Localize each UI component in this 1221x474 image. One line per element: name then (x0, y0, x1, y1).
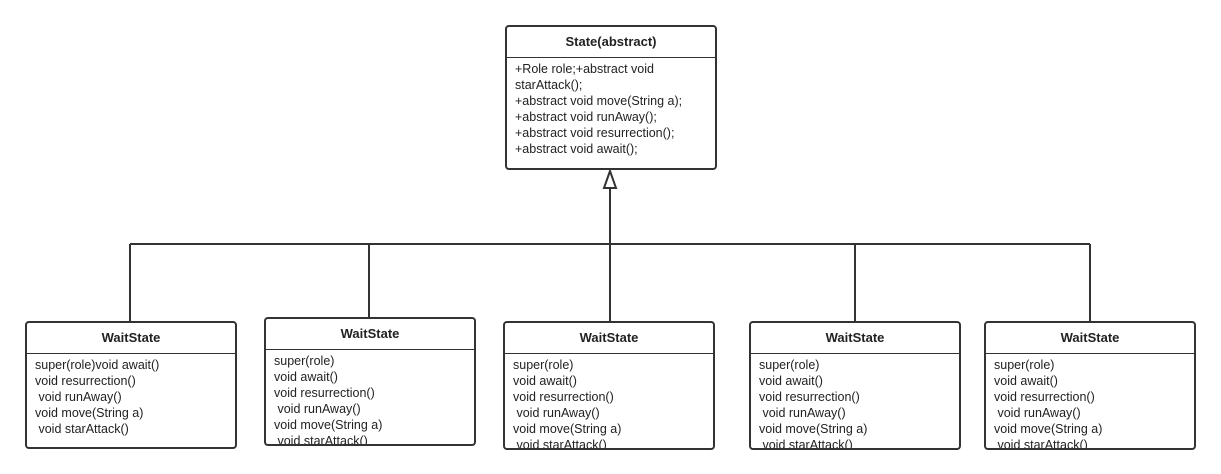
class-title: WaitState (986, 323, 1194, 354)
member-line: void starAttack() (759, 438, 853, 450)
class-box-wait-state-4[interactable]: WaitState super(role) void await() void … (749, 321, 961, 450)
class-box-wait-state-5[interactable]: WaitState super(role) void await() void … (984, 321, 1196, 450)
member-line: +abstract void move(String a); (515, 94, 683, 108)
class-members: super(role)void await() void resurrectio… (27, 354, 235, 437)
member-line: +abstract void runAway(); (515, 110, 657, 124)
generalization-arrowhead-icon (602, 167, 618, 189)
member-line: void move(String a) (35, 406, 144, 420)
member-line: void resurrection() (994, 390, 1095, 404)
class-box-state-abstract[interactable]: State(abstract) +Role role;+abstract voi… (505, 25, 717, 170)
member-line: void await() (759, 374, 823, 388)
member-line: void runAway() (994, 406, 1081, 420)
class-title: WaitState (27, 323, 235, 354)
member-line: void move(String a) (274, 418, 383, 432)
member-line: +Role role;+abstract void starAttack(); (515, 62, 658, 92)
member-line: super(role) (274, 354, 335, 368)
class-members: super(role) void await() void resurrecti… (505, 354, 713, 450)
member-line: void starAttack() (35, 422, 129, 436)
member-line: void resurrection() (759, 390, 860, 404)
member-line: void runAway() (274, 402, 361, 416)
member-line: void resurrection() (274, 386, 375, 400)
member-line: void starAttack() (274, 434, 368, 446)
class-title: WaitState (751, 323, 959, 354)
class-members: +Role role;+abstract void starAttack(); … (507, 58, 715, 157)
member-line: super(role)void await() (35, 358, 160, 372)
class-box-wait-state-3[interactable]: WaitState super(role) void await() void … (503, 321, 715, 450)
member-line: void await() (994, 374, 1058, 388)
member-line: void resurrection() (35, 374, 136, 388)
member-line: void runAway() (759, 406, 846, 420)
member-line: void move(String a) (994, 422, 1103, 436)
class-members: super(role) void await() void resurrecti… (266, 350, 474, 446)
member-line: void runAway() (35, 390, 122, 404)
member-line: +abstract void resurrection(); (515, 126, 675, 140)
class-title: State(abstract) (507, 27, 715, 58)
member-line: void await() (274, 370, 338, 384)
member-line: +abstract void await(); (515, 142, 638, 156)
class-box-wait-state-2[interactable]: WaitState super(role) void await() void … (264, 317, 476, 446)
class-members: super(role) void await() void resurrecti… (751, 354, 959, 450)
member-line: super(role) (513, 358, 574, 372)
member-line: void runAway() (513, 406, 600, 420)
class-members: super(role) void await() void resurrecti… (986, 354, 1194, 450)
member-line: void starAttack() (513, 438, 607, 450)
member-line: void starAttack() (994, 438, 1088, 450)
member-line: super(role) (759, 358, 820, 372)
class-box-wait-state-1[interactable]: WaitState super(role)void await() void r… (25, 321, 237, 449)
member-line: void await() (513, 374, 577, 388)
member-line: void move(String a) (513, 422, 622, 436)
member-line: super(role) (994, 358, 1055, 372)
member-line: void move(String a) (759, 422, 868, 436)
member-line: void resurrection() (513, 390, 614, 404)
class-title: WaitState (266, 319, 474, 350)
class-title: WaitState (505, 323, 713, 354)
